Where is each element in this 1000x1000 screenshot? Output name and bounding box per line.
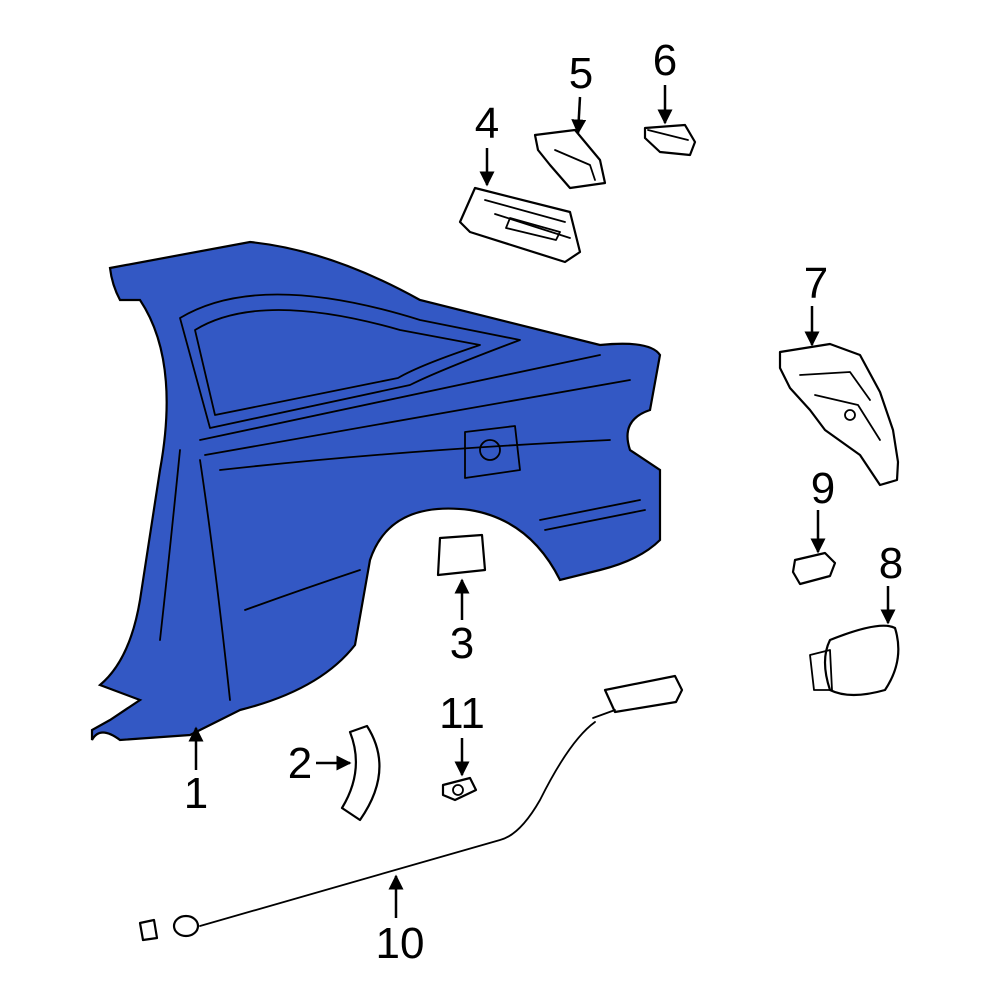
callout-number-1: 1	[184, 769, 208, 818]
release-cable[interactable]	[138, 674, 684, 942]
callout-number-5: 5	[569, 49, 593, 98]
hinge-clip[interactable]	[791, 551, 837, 586]
callout-number-4: 4	[475, 99, 499, 148]
callout-number-11: 11	[439, 689, 485, 738]
fuel-door-seal[interactable]	[436, 533, 487, 577]
callout-number-2: 2	[288, 739, 312, 788]
roof-rail-reinforcement[interactable]	[458, 186, 582, 264]
callout-number-3: 3	[450, 619, 474, 668]
fuel-pocket-housing[interactable]	[778, 342, 900, 487]
grommet[interactable]	[441, 776, 478, 802]
pad[interactable]	[643, 123, 697, 157]
wheel-opening-molding[interactable]	[340, 724, 381, 822]
bracket[interactable]	[533, 128, 607, 190]
callout-number-7: 7	[804, 259, 828, 308]
quarter-panel[interactable]	[90, 240, 662, 742]
fuel-door[interactable]	[809, 624, 900, 697]
callout-number-6: 6	[653, 36, 677, 85]
callout-labels: 1 2 3 4 5 6 7 8 9 10 11	[184, 36, 903, 968]
callout-number-9: 9	[811, 464, 835, 513]
callout-leader-5	[571, 96, 587, 135]
callout-number-10: 10	[376, 919, 425, 968]
callout-number-8: 8	[879, 539, 903, 588]
